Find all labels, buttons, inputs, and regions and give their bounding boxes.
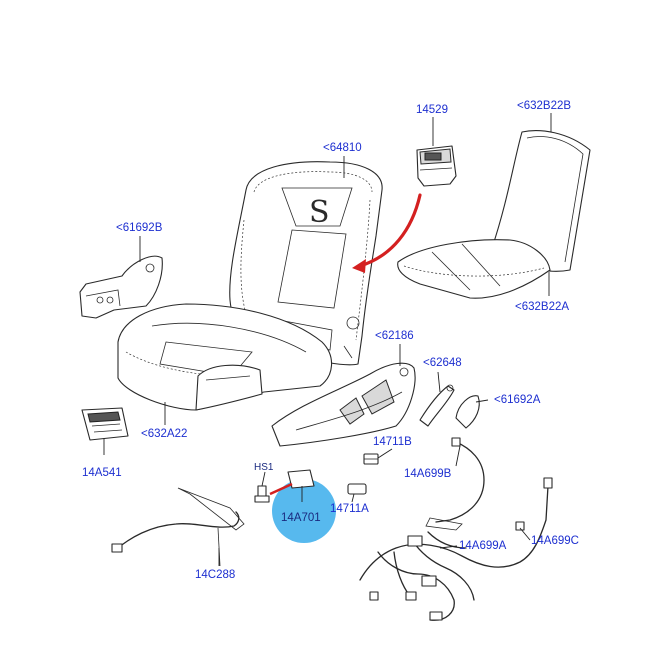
callout-62186: <62186 <box>375 330 414 342</box>
callout-64810: <64810 <box>323 142 362 154</box>
callout-632a22: <632A22 <box>141 428 188 440</box>
callout-632b22b: <632B22B <box>517 100 572 112</box>
red-arrow-icon <box>358 193 422 268</box>
wiring-harness-14a699 <box>359 437 553 621</box>
callout-14711b: 14711B <box>373 436 412 448</box>
module-14529 <box>416 145 457 187</box>
side-trim-61692b <box>79 255 163 319</box>
callout-632b22a: <632B22A <box>515 301 570 313</box>
callout-14a699b: 14A699B <box>404 468 452 480</box>
cushion-pad-632b22a <box>397 239 551 299</box>
sensor-14a701 <box>269 469 315 496</box>
callout-hs1: HS1 <box>254 462 274 473</box>
seat-logo-letter: S <box>309 195 330 230</box>
callout-14711a: 14711A <box>330 503 369 515</box>
wire-14c288 <box>111 487 245 567</box>
module-14a541 <box>81 407 129 441</box>
highlight-circle-14a701 <box>272 479 336 543</box>
seat-cushion-632a22 <box>117 303 333 411</box>
callout-61692b: <61692B <box>116 222 163 234</box>
callout-14a541: 14A541 <box>82 467 122 479</box>
seat-back-cover <box>229 161 383 366</box>
callout-14a699a: 14A699A <box>459 540 507 552</box>
clip-hs1 <box>254 485 270 503</box>
connector-14711a <box>347 483 367 495</box>
leader-lines <box>103 113 552 566</box>
callout-14a701: 14A701 <box>281 512 321 524</box>
callout-14a699c: 14A699C <box>531 535 579 547</box>
seat-back-panel-632b22b <box>491 130 591 272</box>
callout-14529: 14529 <box>416 104 448 116</box>
callout-62648: <62648 <box>423 357 462 369</box>
lever-62648 <box>419 384 455 427</box>
trim-61692a <box>455 395 480 429</box>
connector-14711b <box>363 453 379 465</box>
callout-61692a: <61692A <box>494 394 541 406</box>
side-shield-62186 <box>271 362 416 447</box>
callout-14c288: 14C288 <box>195 569 236 581</box>
